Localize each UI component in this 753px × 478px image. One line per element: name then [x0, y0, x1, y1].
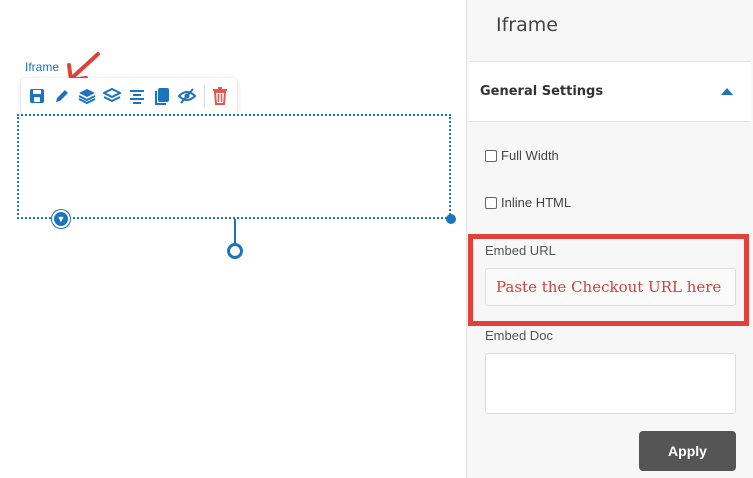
embed-url-label: Embed URL: [485, 243, 556, 258]
checkbox-box[interactable]: [485, 149, 497, 162]
embed-url-input[interactable]: Paste the Checkout URL here: [485, 268, 736, 306]
save-icon[interactable]: [27, 86, 47, 106]
inline-html-checkbox[interactable]: Inline HTML: [485, 195, 571, 210]
embed-doc-label: Embed Doc: [485, 328, 553, 343]
embed-doc-textarea[interactable]: [485, 353, 736, 414]
stack-icon[interactable]: [102, 86, 122, 106]
checkbox-label: Inline HTML: [501, 195, 572, 210]
full-width-checkbox[interactable]: Full Width: [485, 148, 559, 163]
toolbar-divider: [204, 85, 205, 107]
align-center-icon[interactable]: [127, 86, 147, 106]
eye-off-icon[interactable]: [177, 86, 197, 106]
connector-line: [234, 219, 236, 244]
checkbox-box[interactable]: [485, 196, 497, 209]
iframe-element[interactable]: [17, 114, 451, 219]
element-toolbar: [21, 78, 237, 114]
annotation-highlight: [468, 234, 749, 326]
editor-canvas: Iframe ▼: [17, 52, 456, 259]
layers-icon[interactable]: [77, 86, 97, 106]
checkbox-label: Full Width: [501, 148, 559, 163]
chevron-down-icon[interactable]: ▼: [52, 210, 70, 228]
pencil-icon[interactable]: [52, 86, 72, 106]
resize-handle[interactable]: [446, 214, 456, 224]
settings-panel: Iframe General Settings Full Width Inlin…: [466, 0, 753, 478]
trash-icon[interactable]: [210, 86, 230, 106]
panel-title: Iframe: [496, 14, 558, 36]
element-label: Iframe: [25, 60, 60, 74]
caret-up-icon[interactable]: [721, 88, 733, 95]
section-label: General Settings: [480, 84, 604, 99]
general-settings-header[interactable]: General Settings: [469, 61, 751, 122]
add-connection-handle[interactable]: [227, 243, 243, 259]
copy-icon[interactable]: [152, 86, 172, 106]
apply-button[interactable]: Apply: [639, 431, 736, 471]
